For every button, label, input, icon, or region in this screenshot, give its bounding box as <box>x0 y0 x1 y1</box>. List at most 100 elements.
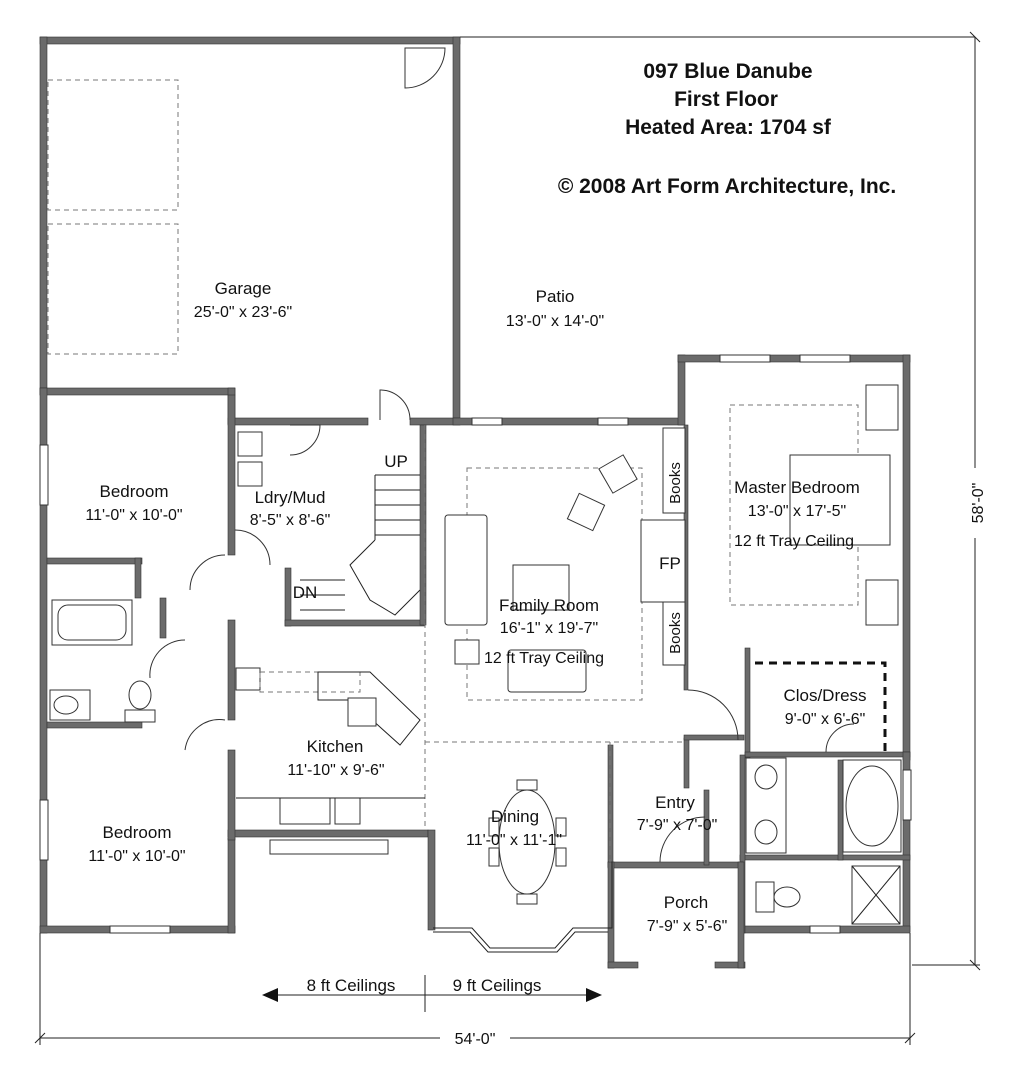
chair-right-2 <box>555 847 567 867</box>
closet-name: Clos/Dress <box>783 686 866 705</box>
patio-dims: 13'-0" x 14'-0" <box>506 313 604 330</box>
laundry-name: Ldry/Mud <box>255 488 326 507</box>
bedroom-top-dims: 11'-0" x 10'-0" <box>85 507 182 524</box>
bedroom-bottom-dims: 11'-0" x 10'-0" <box>88 848 185 865</box>
bedroom-door-swing <box>189 554 226 591</box>
dryer <box>237 461 263 487</box>
window-master-2 <box>799 354 851 363</box>
books-top-label: Books <box>667 462 684 504</box>
master-left-upper-wall <box>677 354 686 426</box>
toilet <box>128 680 152 710</box>
washer <box>237 431 263 457</box>
porch-left-wall <box>607 861 615 969</box>
window-family-2 <box>597 417 629 426</box>
closet-dims: 9'-0" x 6'-6" <box>785 711 866 728</box>
garage-name: Garage <box>215 279 272 298</box>
family-dims: 16'-1" x 19'-7" <box>500 620 598 637</box>
plan-name: 097 Blue Danube <box>643 60 812 83</box>
kitchen-island <box>317 671 421 746</box>
bedroom-right-wall <box>227 394 236 556</box>
entry-closet-wall-2 <box>703 789 710 866</box>
garage-laundry-wall <box>227 417 369 426</box>
window-bath <box>902 769 912 821</box>
title-block: 097 Blue Danube First Floor Heated Area:… <box>558 60 896 198</box>
garage-left-wall <box>39 36 48 396</box>
tub-wall <box>837 759 844 861</box>
bedroom-right-lower-wall <box>227 837 236 934</box>
closet-wall-2 <box>159 597 167 639</box>
fridge <box>235 667 261 691</box>
ceiling-arrow-left <box>262 988 278 1002</box>
heated-area: Heated Area: 1704 sf <box>625 116 832 139</box>
nightstand-1 <box>865 384 899 431</box>
bathtub-basin <box>57 604 127 641</box>
bedroom-top-name: Bedroom <box>100 482 169 501</box>
master-door-swing <box>687 689 739 741</box>
window-family-1 <box>471 417 503 426</box>
laundry-hall-door <box>234 529 271 566</box>
bedroom-bottom-name: Bedroom <box>103 823 172 842</box>
ceiling-right-label: 9 ft Ceilings <box>453 976 542 995</box>
porch-top-wall <box>607 861 744 869</box>
family-name: Family Room <box>499 596 599 615</box>
patio-name: Patio <box>536 287 575 306</box>
fireplace-label: FP <box>659 554 681 573</box>
dining-left-wall <box>427 829 436 931</box>
porch-bottom-right <box>714 961 746 969</box>
stair-up-label: UP <box>384 452 408 471</box>
doors <box>149 47 855 863</box>
window-bottom-1 <box>109 925 171 934</box>
garage-right-wall <box>452 36 461 423</box>
width-dimension: 54'-0" <box>455 1031 496 1048</box>
front-door-swing <box>659 816 706 863</box>
master-ceiling: 12 ft Tray Ceiling <box>734 533 854 550</box>
garage-car-2 <box>47 223 179 355</box>
floor-name: First Floor <box>674 88 778 111</box>
sink <box>53 695 79 715</box>
bedroom-bath-wall <box>46 557 143 565</box>
kitchen-dims: 11'-10" x 9'-6" <box>287 762 384 779</box>
master-toilet <box>773 886 801 908</box>
laundry-dims: 8'-5" x 8'-6" <box>250 512 331 529</box>
entry-dims: 7'-9" x 7'-0" <box>637 817 718 834</box>
garage-stair-wall <box>409 417 461 426</box>
upper-cabinets <box>259 671 361 693</box>
kitchen-window <box>269 839 389 855</box>
garage-door-swing <box>404 47 446 89</box>
cooktop <box>347 697 377 727</box>
ceiling-labels: 8 ft Ceilings 9 ft Ceilings <box>307 976 542 995</box>
chair-right-1 <box>555 817 567 837</box>
room-labels: Garage 25'-0" x 23'-6" Patio 13'-0" x 14… <box>85 279 866 935</box>
porch-right-wall <box>737 861 745 969</box>
closet-rod <box>755 661 887 752</box>
copyright: © 2008 Art Form Architecture, Inc. <box>558 175 896 198</box>
kitchen-bottom-wall <box>227 829 429 838</box>
garage-bottom-wall <box>39 387 236 396</box>
closet-door-swing <box>825 723 855 753</box>
ceiling-arrow-right <box>586 988 602 1002</box>
dining-bay-inner <box>433 931 608 953</box>
side-table <box>454 639 480 665</box>
dining-dims: 11'-0" x 11'-1" <box>466 832 562 849</box>
stair-door-swing <box>379 389 411 421</box>
window-left-1 <box>39 444 49 506</box>
master-dims: 13'-0" x 17'-5" <box>748 503 846 520</box>
stair-down-label: DN <box>293 583 318 602</box>
porch-name: Porch <box>664 893 708 912</box>
master-toilet-tank <box>755 881 775 913</box>
laundry-door-swing <box>289 424 321 456</box>
window-left-2 <box>39 799 49 861</box>
armchair-1 <box>566 492 606 532</box>
master-top-wall <box>677 354 911 363</box>
chair-left-2 <box>488 847 500 867</box>
sofa <box>444 514 488 626</box>
chair-top <box>516 779 538 791</box>
garage-dims: 25'-0" x 23'-6" <box>194 304 292 321</box>
depth-dimension: 58'-0" <box>970 483 987 524</box>
master-tub-basin <box>845 765 899 847</box>
ceiling-left-label: 8 ft Ceilings <box>307 976 396 995</box>
closet-wall-1 <box>134 557 142 599</box>
hall-wall <box>227 619 236 721</box>
bath-door-swing <box>149 639 186 679</box>
stair-right-wall <box>419 424 427 626</box>
